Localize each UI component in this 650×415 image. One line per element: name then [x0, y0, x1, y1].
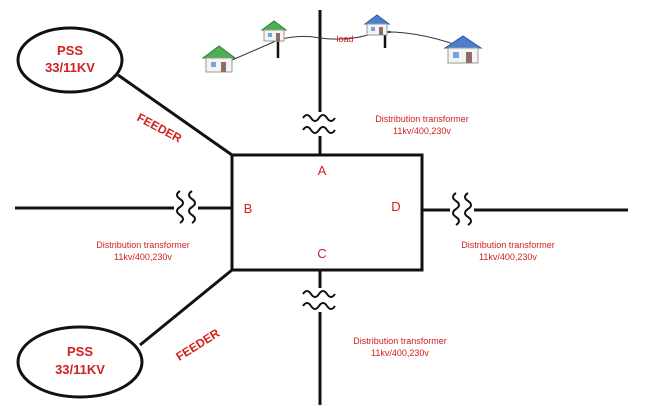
house-icon	[443, 35, 483, 64]
transformer-top-line2: 11kv/400,230v	[393, 126, 451, 136]
pss-bottom-line2: 33/11KV	[55, 362, 105, 377]
house-icon	[363, 14, 391, 36]
transformer-right-label: Distribution transformer 11kv/400,230v	[461, 240, 555, 262]
transformer-coil-icon	[450, 192, 474, 228]
load-wire	[231, 31, 471, 61]
node-a: A	[318, 163, 327, 178]
node-d: D	[391, 199, 400, 214]
feeder-bottom-line	[139, 268, 233, 347]
transformer-top-line1: Distribution transformer	[375, 114, 469, 124]
load-label: load	[336, 34, 353, 44]
node-b: B	[244, 201, 253, 216]
feeder-bottom-label: FEEDER	[173, 326, 222, 364]
transformer-right-line2: 11kv/400,230v	[479, 252, 537, 262]
transformer-right-line1: Distribution transformer	[461, 240, 555, 250]
pss-top-line2: 33/11KV	[45, 60, 95, 75]
bus-square	[230, 153, 424, 272]
transformer-bottom-label: Distribution transformer 11kv/400,230v	[353, 336, 447, 358]
house-icon	[201, 45, 237, 73]
transformer-bottom-line2: 11kv/400,230v	[371, 348, 429, 358]
pss-top-line1: PSS	[57, 43, 83, 58]
transformer-left-label: Distribution transformer 11kv/400,230v	[96, 240, 190, 262]
pss-bottom-line1: PSS	[67, 344, 93, 359]
transformer-coil-icon	[174, 190, 198, 226]
pss-top: PSS 33/11KV	[16, 26, 124, 94]
transformer-bottom-line1: Distribution transformer	[353, 336, 447, 346]
transformer-coil-icon	[302, 288, 338, 312]
transformer-coil-icon	[302, 112, 338, 136]
transformer-left-line1: Distribution transformer	[96, 240, 190, 250]
feeder-top-line	[117, 73, 233, 157]
transformer-top-label: Distribution transformer 11kv/400,230v	[375, 114, 469, 136]
transformer-left-line2: 11kv/400,230v	[114, 252, 172, 262]
pss-bottom: PSS 33/11KV	[16, 325, 144, 399]
node-c: C	[317, 246, 326, 261]
house-icon	[260, 20, 288, 42]
